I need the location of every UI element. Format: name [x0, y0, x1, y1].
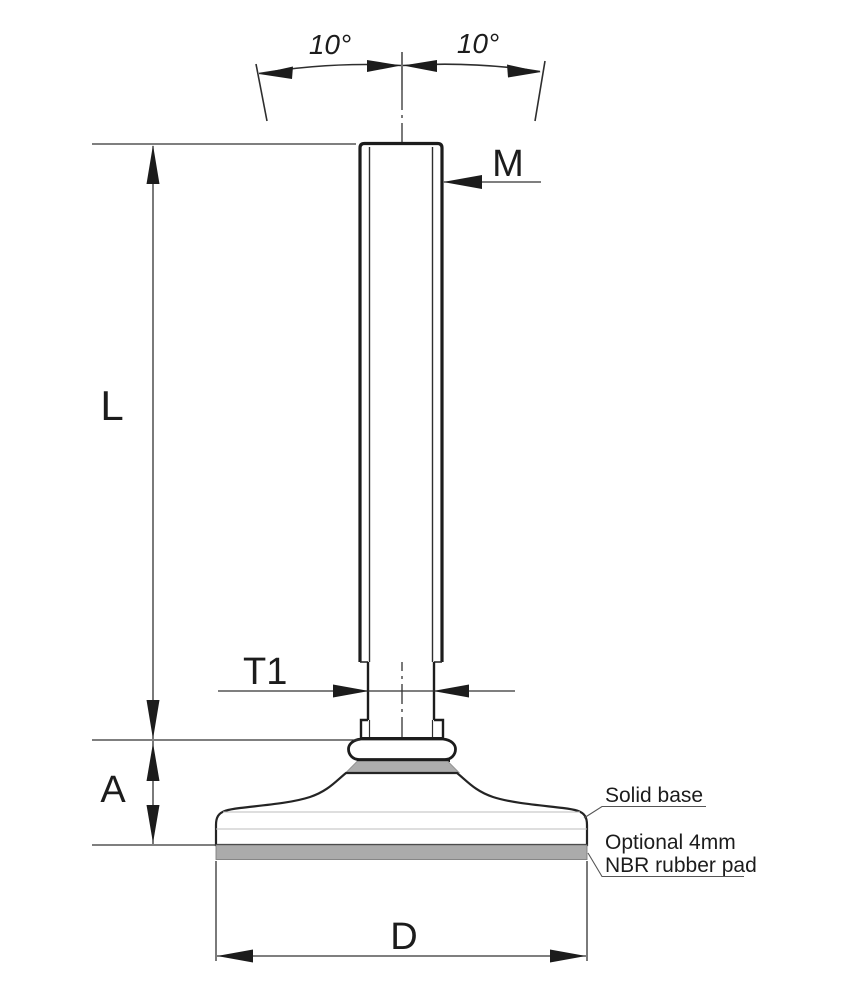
solid-base-leader: [583, 805, 706, 819]
arrowhead: [507, 64, 541, 78]
base: [214, 771, 589, 860]
angle-left-label: 10°: [309, 29, 351, 60]
length-label: L: [100, 382, 123, 429]
dimension-D: D: [215, 861, 588, 963]
arrowhead-up: [146, 743, 160, 781]
thread-label: M: [492, 143, 524, 185]
t1-label: T1: [243, 651, 287, 693]
arrowhead-right: [333, 684, 369, 698]
angle-tick-right: [534, 60, 546, 122]
pad-leader: [587, 852, 744, 878]
stem-outer-outline: [358, 141, 444, 662]
dimension-L: L: [92, 143, 360, 741]
collar-right: [434, 718, 445, 738]
base-height-label: A: [100, 769, 126, 811]
arrowhead-left: [217, 949, 253, 963]
threaded-stem: [358, 141, 445, 738]
spherical-washer: [347, 737, 457, 761]
notes: Solid base Optional 4mm NBR rubber pad: [583, 784, 757, 878]
arrowhead-left: [443, 175, 482, 189]
arrowhead-right: [550, 949, 586, 963]
pad-note-line2: NBR rubber pad: [605, 854, 757, 877]
thread-callout-M: M: [443, 143, 541, 189]
arrowhead-up: [146, 145, 160, 184]
pad-note-line1: Optional 4mm: [605, 831, 736, 854]
angle-dimension: 10° 10°: [255, 28, 546, 122]
solid-base-note: Solid base: [605, 784, 703, 807]
arrowhead: [367, 60, 401, 72]
dimension-T1: T1: [218, 651, 515, 698]
nbr-rubber-pad: [215, 844, 588, 860]
diameter-label: D: [390, 916, 417, 958]
arrowhead: [403, 60, 437, 72]
dimension-A: A: [92, 741, 215, 846]
arrowhead: [259, 66, 293, 79]
ball-socket-gray-band: [344, 761, 461, 773]
arrowhead-down: [146, 805, 160, 843]
arrowhead-down: [146, 700, 160, 739]
angle-right-label: 10°: [457, 28, 499, 59]
arrowhead-left: [433, 684, 469, 698]
ball-joint: [344, 737, 461, 773]
base-outline: [214, 771, 589, 847]
angle-tick-left: [255, 63, 268, 122]
collar-left: [359, 718, 368, 738]
